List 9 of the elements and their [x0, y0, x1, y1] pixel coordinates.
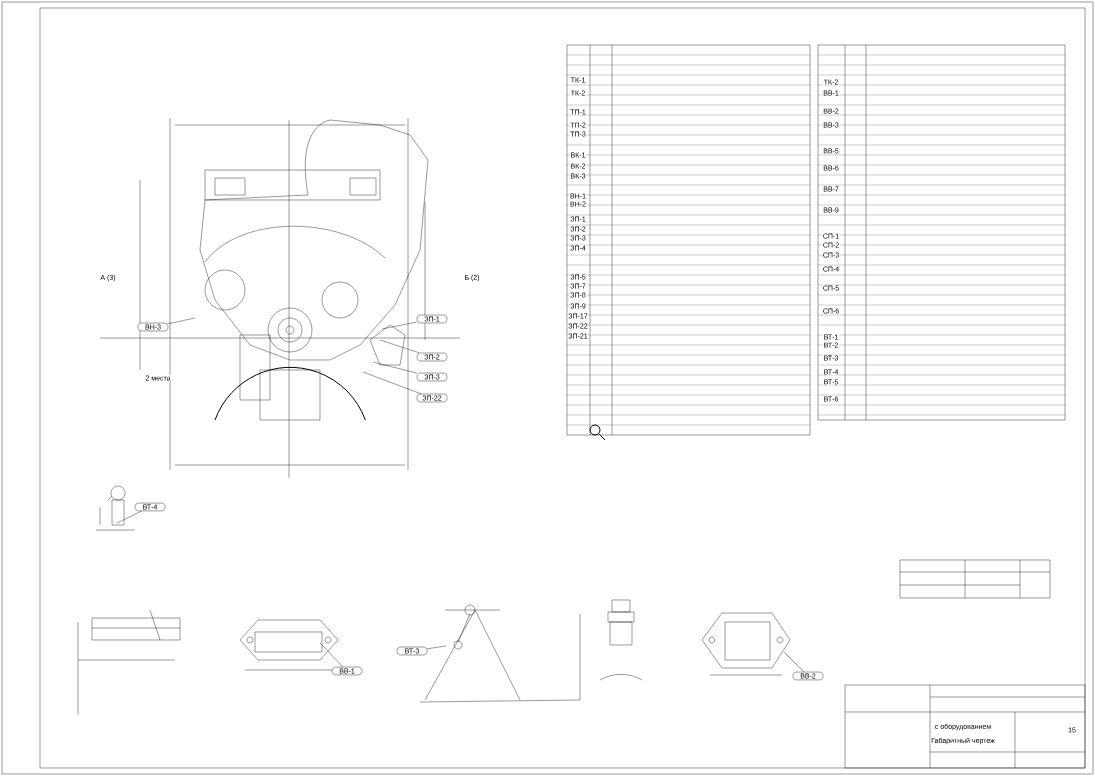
leader-line [379, 339, 420, 353]
leader-line [116, 510, 142, 524]
leader-line [362, 371, 422, 394]
leader-line [168, 317, 196, 324]
leader-line [319, 642, 344, 668]
leader-line [372, 361, 417, 374]
leader-line [427, 645, 447, 649]
leader-line [381, 321, 417, 330]
leader-line [783, 651, 805, 673]
